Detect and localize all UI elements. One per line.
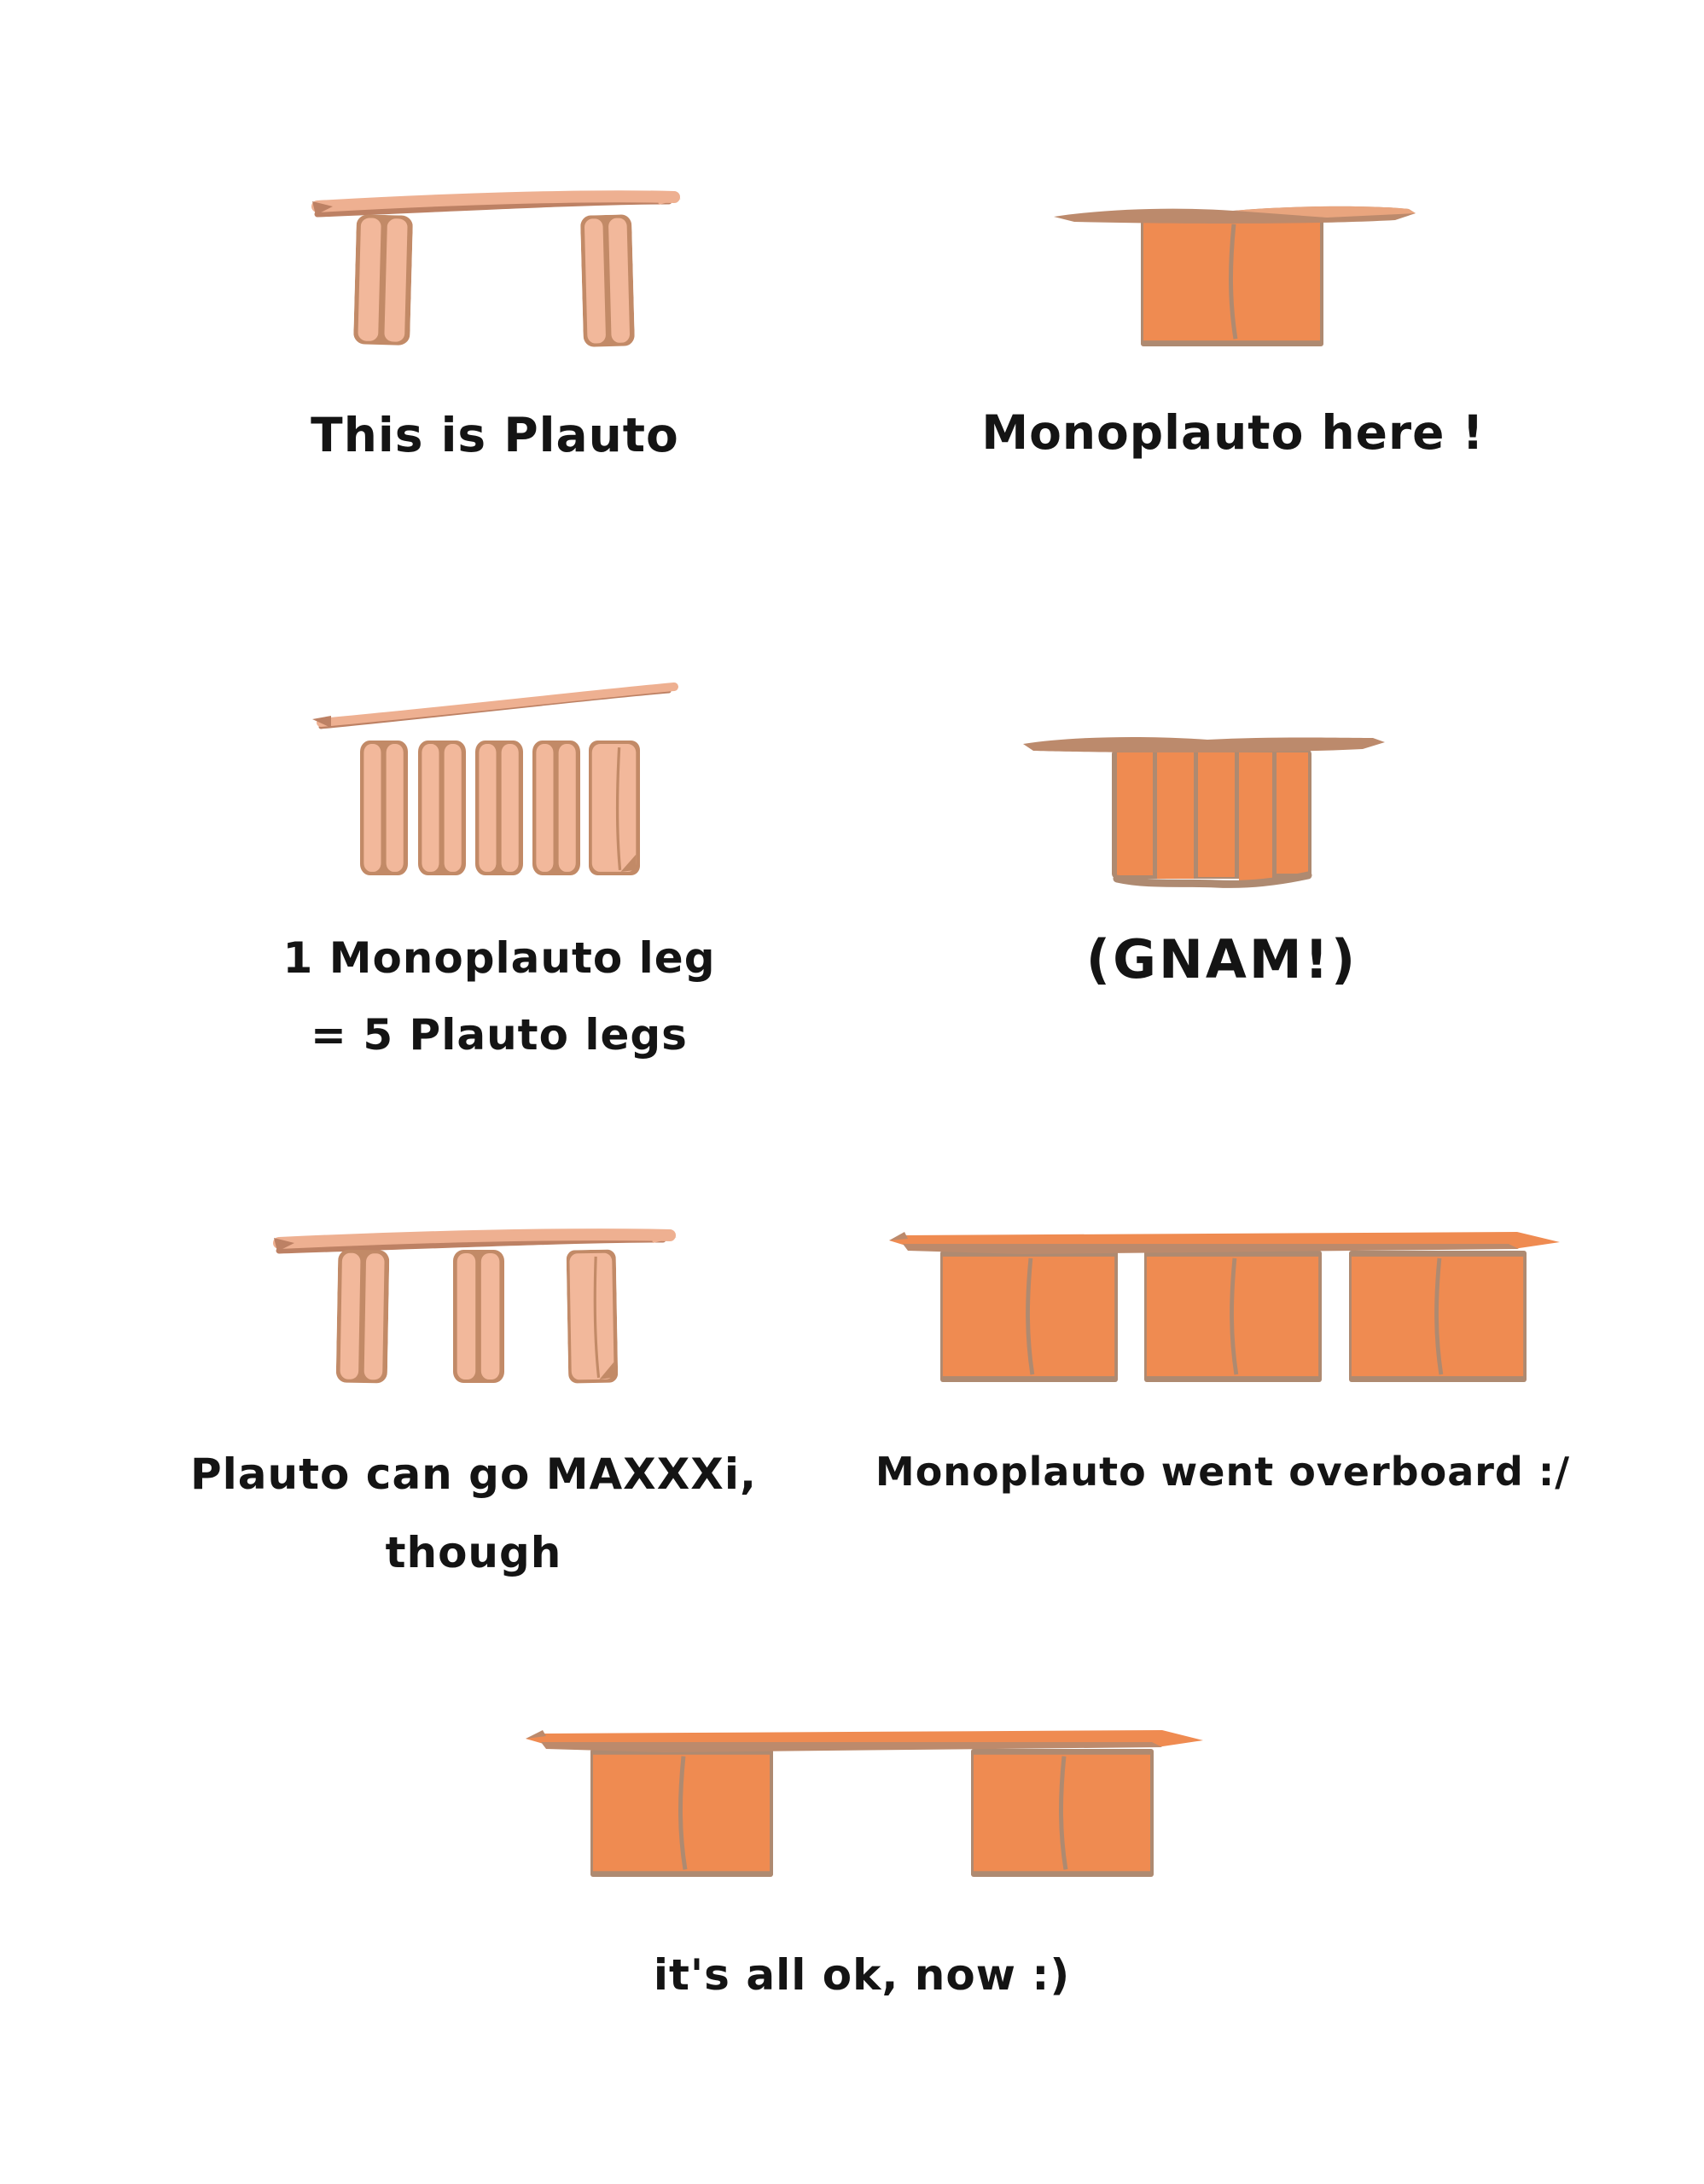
plauto-leg-wide bbox=[589, 741, 640, 877]
merged-legs-block-shape bbox=[1112, 749, 1312, 888]
caption-monoplauto-intro: Monoplauto here ! bbox=[981, 405, 1485, 460]
monoplauto-table-drawing bbox=[1054, 206, 1416, 357]
plauto-leg-wide bbox=[566, 1249, 619, 1385]
panel-all-ok: it's all ok, now :) bbox=[510, 1720, 1213, 2078]
monoplauto-leg-block bbox=[1144, 1251, 1322, 1382]
plauto-leg bbox=[532, 741, 580, 875]
panel-plauto-maxxxi: Plauto can go MAXXXi, though bbox=[190, 1224, 756, 1634]
tabletop-shape bbox=[1023, 737, 1385, 752]
panel-plauto-intro: This is Plauto bbox=[307, 188, 683, 478]
caption-leg-equivalence: 1 Monoplauto leg = 5 Plauto legs bbox=[282, 920, 715, 1073]
plauto-leg bbox=[418, 741, 466, 875]
monoplauto-leg-block bbox=[971, 1749, 1154, 1877]
plauto-leg bbox=[360, 741, 408, 875]
plauto-maxxxi-drawing bbox=[273, 1228, 677, 1385]
caption-plauto-intro: This is Plauto bbox=[311, 408, 679, 462]
all-ok-drawing bbox=[526, 1730, 1203, 1891]
caption-line-1: 1 Monoplauto leg bbox=[282, 933, 716, 983]
panel-overboard: Monoplauto went overboard :/ bbox=[875, 1223, 1571, 1548]
plauto-table-drawing bbox=[311, 190, 681, 347]
leg-equivalence-drawing bbox=[312, 682, 678, 877]
panel-gnam: (GNAM!) bbox=[1011, 725, 1395, 1092]
caption-line-2: = 5 Plauto legs bbox=[311, 1010, 688, 1060]
monoplauto-leg-block bbox=[1349, 1251, 1527, 1382]
plauto-leg bbox=[475, 741, 523, 875]
tabletop-shape bbox=[1054, 206, 1416, 224]
caption-line-2: though bbox=[385, 1528, 562, 1577]
plauto-leg bbox=[335, 1249, 390, 1384]
gnam-table-drawing bbox=[1023, 737, 1385, 888]
panel-monoplauto-intro: Monoplauto here ! bbox=[981, 195, 1484, 485]
plauto-leg bbox=[579, 214, 635, 347]
tabletop-shape bbox=[273, 1228, 677, 1254]
caption-all-ok: it's all ok, now :) bbox=[653, 1950, 1071, 2000]
caption-overboard: Monoplauto went overboard :/ bbox=[875, 1449, 1571, 1495]
monoplauto-leg-block bbox=[590, 1749, 773, 1877]
tabletop-shape bbox=[311, 190, 681, 218]
caption-line-1: Plauto can go MAXXXi, bbox=[190, 1449, 757, 1499]
monoplauto-leg-block bbox=[940, 1251, 1118, 1382]
caption-gnam: (GNAM!) bbox=[1085, 928, 1358, 990]
tabletop-plank-shape bbox=[312, 682, 678, 729]
overboard-drawing bbox=[889, 1232, 1560, 1394]
plauto-leg bbox=[353, 214, 414, 346]
panel-leg-equivalence: 1 Monoplauto leg = 5 Plauto legs bbox=[282, 678, 715, 1088]
plauto-leg bbox=[453, 1250, 504, 1383]
monoplauto-leg-block bbox=[1141, 217, 1323, 346]
tabletop-shape bbox=[526, 1730, 1203, 1752]
tabletop-shape bbox=[889, 1232, 1560, 1254]
caption-plauto-maxxxi: Plauto can go MAXXXi, though bbox=[190, 1435, 757, 1592]
